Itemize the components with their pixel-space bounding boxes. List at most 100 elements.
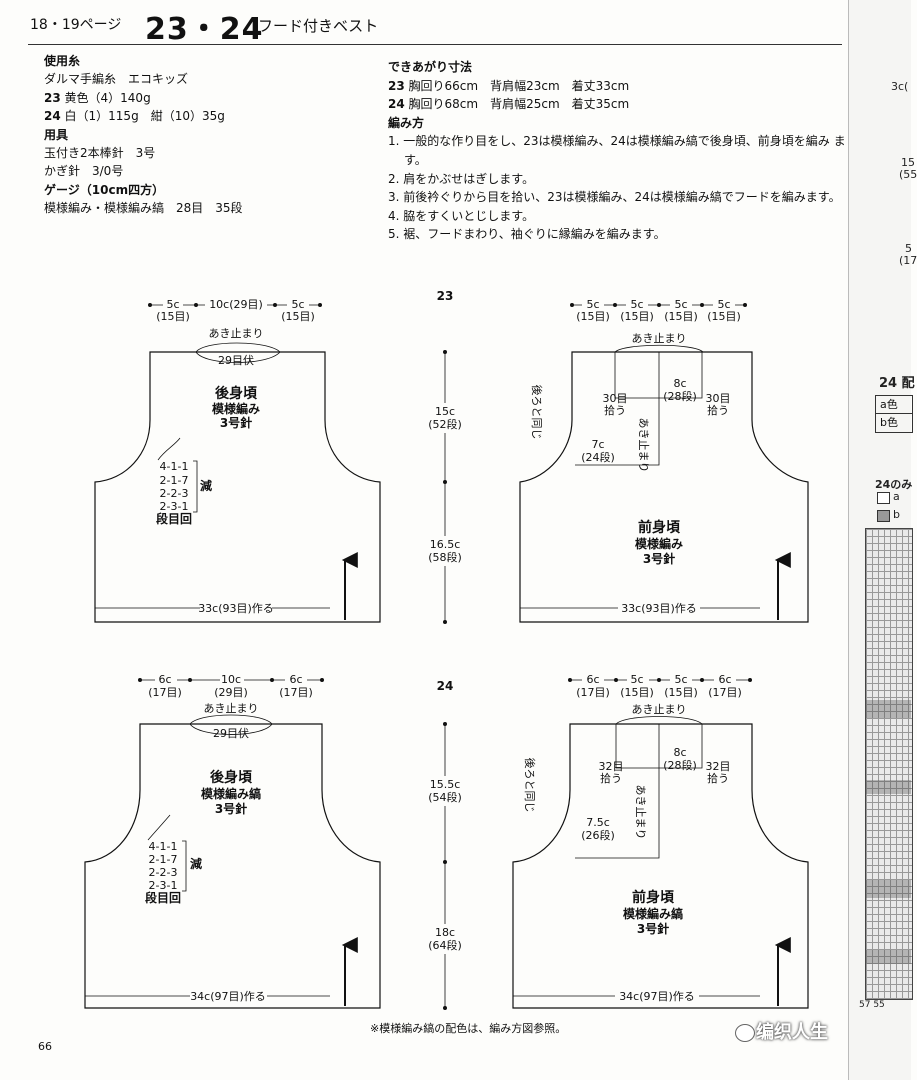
front-23-opening-vertical: あき止まり [637, 418, 650, 473]
back-24-bindoff: 29目伏 [213, 726, 249, 740]
legend-b-swatch [877, 510, 890, 522]
chart-band-4 [865, 950, 911, 964]
front-24-top-dimensions: 6c 5c 5c 6c (17目) (15目) (15目) (17目) [568, 672, 752, 699]
adjacent-text-1: 3c( [891, 80, 909, 93]
back-24-dec-row-4: 2-3-1 [149, 879, 178, 892]
back-23-bindoff: 29目伏 [218, 353, 254, 367]
front-23-sub-4: (15目) [707, 310, 741, 323]
back-23-dec-row-1: 4-1-1 [160, 460, 189, 473]
yarn-24-line: 24 白（1）115g 紺（10）35g [44, 107, 364, 125]
front-24-dim-4: 6c [718, 673, 731, 686]
back-24-cast-on: 34c(97目)作る [190, 990, 266, 1003]
diagram-23-lower-height: 16.5c [430, 538, 461, 551]
front-24-pattern: 模様編み縞 [623, 906, 683, 921]
adjacent-heading: 24 配 [879, 376, 915, 391]
front-24-pick-left: 32目 [599, 760, 624, 773]
adjacent-color-a: a色 [876, 396, 912, 414]
front-23-neck: 7c [591, 438, 604, 451]
front-24-sub-2: (15目) [620, 686, 654, 699]
back-23-title: 後身頃 [215, 385, 258, 402]
front-24-neck: 7.5c [586, 816, 610, 829]
back-24-top-dimensions: 6c 10c 6c (17目) (29目) (17目) [138, 672, 324, 699]
front-24-outline [512, 723, 809, 1009]
adjacent-legend-a: a [893, 490, 900, 503]
materials-section: 使用糸 ダルマ手編糸 エコキッズ 23 黄色（4）140g 24 白（1）115… [44, 52, 364, 218]
front-24-pick-right-2: 拾う [707, 771, 729, 785]
front-24-dim-2: 5c [630, 673, 643, 686]
back-23-sub-left: (15目) [156, 310, 190, 323]
yarn-23-line: 23 黄色（4）140g [44, 89, 364, 107]
back-24-sub-right: (17目) [279, 686, 313, 699]
front-23-dim-4: 5c [717, 298, 730, 311]
front-23-sub-3: (15目) [664, 310, 698, 323]
back-23-top-dimensions: 5c 10c(29目) 5c (15目) (15目) [148, 297, 322, 323]
chart-band-2 [865, 780, 911, 794]
size-23-text: 胸回り66cm 背肩幅23cm 着丈33cm [408, 78, 630, 93]
front-23-pick-left-2: 拾う [604, 403, 626, 417]
pattern-numbers: 23・24 [145, 12, 264, 47]
size-23-number: 23 [388, 78, 405, 93]
front-23-opening: あき止まり [632, 332, 687, 345]
schematic-diagrams: 23 5c 10c(29目) 5c (15目) (15目) あき止まり 29目伏… [84, 289, 809, 1010]
adjacent-text-5: (17 [899, 254, 917, 267]
front-24-sub-4: (17目) [708, 686, 742, 699]
front-23-needle: 3号針 [643, 551, 675, 566]
yarn-24-text: 白（1）115g 紺（10）35g [64, 109, 225, 124]
front-24-dim-1: 6c [586, 673, 599, 686]
front-24-neck-rows: (26段) [581, 828, 615, 842]
diagram-23-upper-rows: (52段) [428, 417, 462, 431]
front-24-center-rows: (28段) [663, 758, 697, 772]
method-step-1: 1. 一般的な作り目をし、23は模様編み、24は模様編み縞で後身頃、前身頃を編み… [388, 134, 846, 167]
instructions-section: できあがり寸法 23 胸回り66cm 背肩幅23cm 着丈33cm 24 胸回り… [388, 58, 858, 244]
back-24-needle: 3号針 [215, 801, 247, 816]
back-24-dim-right: 6c [289, 673, 302, 686]
header-rule [28, 44, 842, 45]
front-23-dim-2: 5c [630, 298, 643, 311]
front-24-pick-right: 32目 [706, 760, 731, 773]
back-24-dec-label: 減 [190, 856, 202, 871]
diagram-24-label: 24 [437, 679, 454, 693]
back-23-dec-label: 減 [200, 478, 212, 493]
front-23-center-rows: (28段) [663, 389, 697, 403]
back-23-dec-row-4: 2-3-1 [160, 500, 189, 513]
tool-crochet-hook: かぎ針 3/0号 [44, 164, 124, 179]
adjacent-legend-b: b [893, 508, 900, 521]
back-23-dec-row-3: 2-2-3 [160, 487, 189, 500]
back-24-title: 後身頃 [210, 769, 253, 786]
front-23-dim-1: 5c [586, 298, 599, 311]
front-23-center: 8c [673, 377, 686, 390]
front-23-outline [519, 351, 809, 623]
front-23-sub-1: (15目) [576, 310, 610, 323]
yarn-23-text: 黄色（4）140g [64, 90, 151, 105]
front-24-title: 前身頃 [632, 889, 675, 906]
front-23-pick-right-2: 拾う [707, 403, 729, 417]
size-24-line: 24 胸回り68cm 背肩幅25cm 着丈35cm [388, 95, 858, 114]
method-step-3: 3. 前後衿ぐりから目を拾い、23は模様編み、24は模様編み縞でフードを編みます… [388, 190, 841, 205]
front-23-pick-right: 30目 [706, 392, 731, 405]
chart-band-1 [865, 700, 911, 718]
back-23-cast-on: 33c(93目)作る [198, 602, 274, 615]
adjacent-color-table: a色 b色 [875, 395, 913, 433]
back-24-pattern: 模様編み縞 [201, 786, 261, 801]
back-24-sub-left: (17目) [148, 686, 182, 699]
front-24-pick-left-2: 拾う [600, 771, 622, 785]
front-23-same-as-back: 後ろと同じ [530, 385, 544, 440]
diagram-23-lower-rows: (58段) [428, 550, 462, 564]
back-24-outline [84, 723, 381, 1009]
yarn-heading: 使用糸 [44, 54, 81, 68]
tools-heading: 用具 [44, 127, 69, 142]
back-24-dec-row-2: 2-1-7 [149, 853, 178, 866]
back-23-dim-left: 5c [166, 298, 179, 311]
back-23-sub-right: (15目) [281, 310, 315, 323]
front-23-title: 前身頃 [638, 519, 681, 536]
back-23-opening-arc [195, 342, 281, 353]
adjacent-page: 3c( 15 (55 5 (17 24 配 a色 b色 24のみ a b 57 … [848, 0, 917, 1080]
diagram-24-height: 15.5c (54段) 18c (64段) [424, 722, 466, 1010]
method-step-5: 5. 裾、フードまわり、袖ぐりに縁編みを編みます。 [388, 227, 666, 242]
front-23-neckline [575, 352, 703, 466]
front-23-dim-3: 5c [674, 298, 687, 311]
back-23-dec-row-2: 2-1-7 [160, 474, 189, 487]
yarn-24-number: 24 [44, 109, 61, 124]
front-23-sub-2: (15目) [620, 310, 654, 323]
back-24-dec-row-3: 2-2-3 [149, 866, 178, 879]
